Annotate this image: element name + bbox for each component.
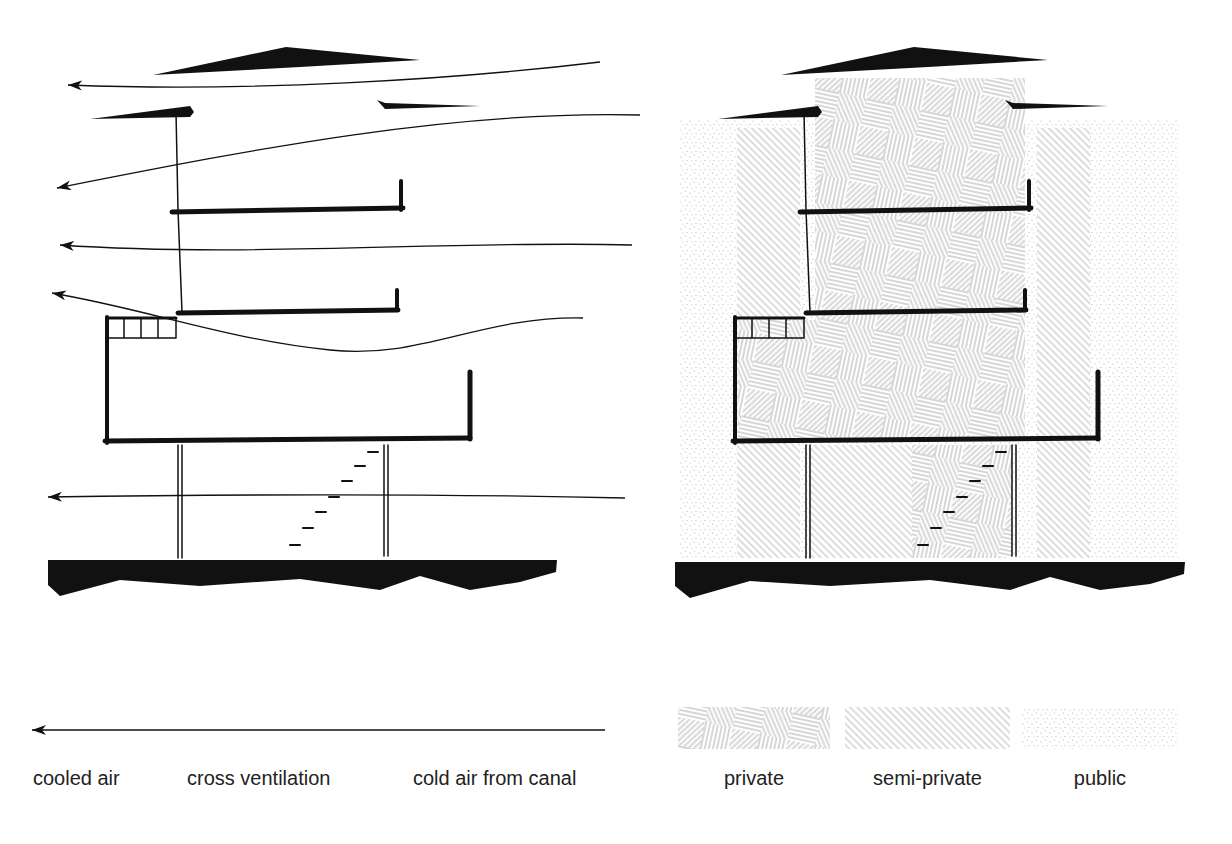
airflow-arrows	[32, 62, 640, 730]
ground	[675, 562, 1185, 598]
legend-label: semi-private	[873, 766, 982, 790]
legend-swatch	[678, 707, 830, 749]
legend-label: public	[1074, 766, 1126, 790]
ground	[48, 560, 557, 596]
flow-label: cooled air	[33, 766, 120, 790]
flow-label: cold air from canal	[413, 766, 576, 790]
legend-label: private	[724, 766, 784, 790]
legend-swatch	[845, 707, 1010, 749]
flow-label: cross ventilation	[187, 766, 330, 790]
legend-swatch	[1022, 707, 1178, 749]
